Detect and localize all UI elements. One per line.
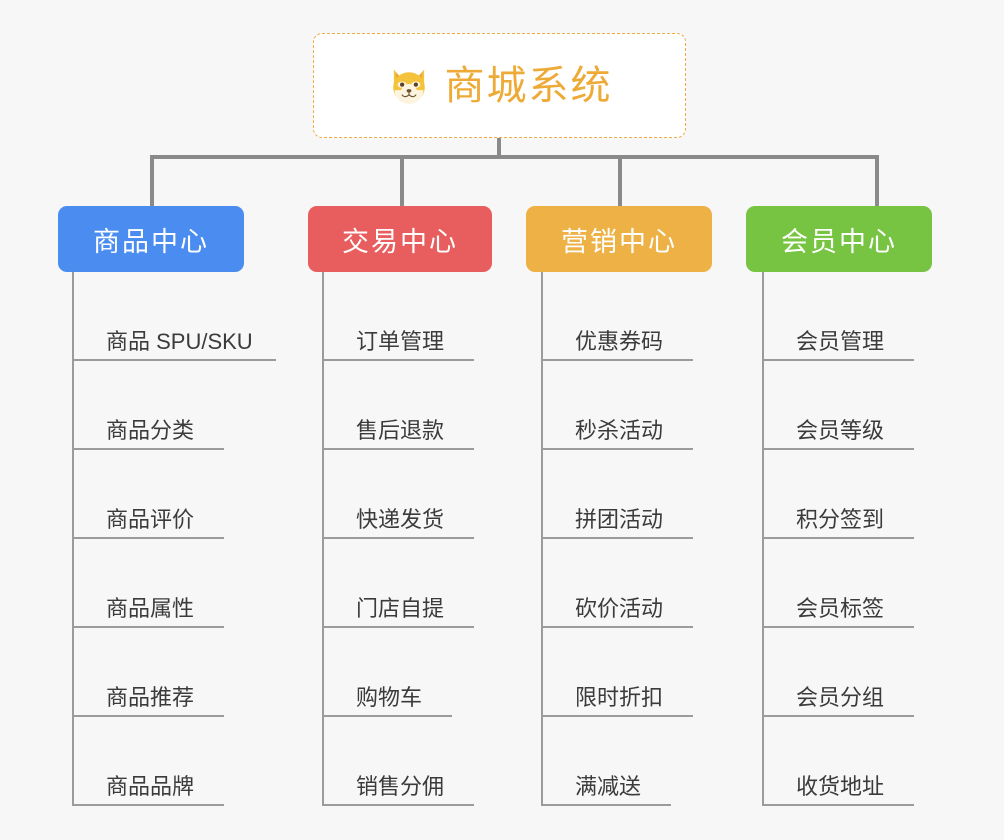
- category-header-marketing[interactable]: 营销中心: [526, 206, 712, 272]
- leaf-item[interactable]: 会员分组: [762, 628, 914, 717]
- leaf-label: 商品评价: [106, 506, 195, 532]
- leaf-label: 订单管理: [356, 328, 445, 354]
- leaf-item[interactable]: 销售分佣: [322, 717, 474, 806]
- category-header-label: 商品中心: [93, 226, 209, 257]
- leaf-item[interactable]: 快递发货: [322, 450, 474, 539]
- branch-trunk-line: [541, 272, 543, 806]
- leaf-label: 限时折扣: [575, 684, 664, 710]
- leaf-item[interactable]: 商品 SPU/SKU: [72, 272, 276, 361]
- category-header-member[interactable]: 会员中心: [746, 206, 932, 272]
- category-header-product[interactable]: 商品中心: [58, 206, 244, 272]
- leaf-label: 商品推荐: [106, 684, 195, 710]
- connector-drop-1: [150, 155, 154, 206]
- leaf-label: 销售分佣: [356, 773, 445, 799]
- connector-drop-3: [618, 155, 622, 206]
- leaf-item[interactable]: 限时折扣: [541, 628, 693, 717]
- leaf-item[interactable]: 订单管理: [322, 272, 474, 361]
- leaf-label: 商品分类: [106, 417, 195, 443]
- connector-root-stem: [497, 138, 501, 159]
- branch-trunk-line: [762, 272, 764, 806]
- leaf-item[interactable]: 拼团活动: [541, 450, 693, 539]
- leaf-label: 满减送: [575, 773, 642, 799]
- connector-drop-4: [875, 155, 879, 206]
- connector-drop-2: [400, 155, 404, 206]
- leaf-label: 会员标签: [796, 595, 885, 621]
- leaf-label: 秒杀活动: [575, 417, 664, 443]
- leaf-label: 门店自提: [356, 595, 445, 621]
- connector-horizontal-bus: [150, 155, 879, 159]
- leaf-label: 优惠券码: [575, 328, 664, 354]
- leaf-label: 快递发货: [356, 506, 445, 532]
- shiba-dog-face-icon: [392, 69, 425, 104]
- category-header-label: 会员中心: [781, 226, 897, 257]
- root-title: 商城系统: [444, 63, 613, 108]
- branch-trunk-line: [72, 272, 74, 806]
- leaf-label: 收货地址: [796, 773, 885, 799]
- leaf-label: 商品 SPU/SKU: [106, 328, 253, 354]
- leaf-label: 会员等级: [796, 417, 885, 443]
- category-header-label: 交易中心: [342, 226, 458, 257]
- leaf-label: 拼团活动: [575, 506, 664, 532]
- leaf-item[interactable]: 会员管理: [762, 272, 914, 361]
- leaf-label: 商品品牌: [106, 773, 195, 799]
- leaf-item[interactable]: 会员等级: [762, 361, 914, 450]
- leaf-label: 积分签到: [796, 506, 885, 532]
- leaf-item[interactable]: 砍价活动: [541, 539, 693, 628]
- category-header-label: 营销中心: [561, 226, 677, 257]
- leaf-label: 会员管理: [796, 328, 885, 354]
- leaf-item[interactable]: 满减送: [541, 717, 671, 806]
- leaf-item[interactable]: 积分签到: [762, 450, 914, 539]
- root-node-mall-system[interactable]: 商城系统: [313, 33, 686, 138]
- leaf-label: 购物车: [356, 684, 423, 710]
- leaf-label: 售后退款: [356, 417, 445, 443]
- leaf-label: 砍价活动: [575, 595, 664, 621]
- leaf-item[interactable]: 门店自提: [322, 539, 474, 628]
- category-header-trade[interactable]: 交易中心: [308, 206, 492, 272]
- leaf-label: 会员分组: [796, 684, 885, 710]
- leaf-item[interactable]: 会员标签: [762, 539, 914, 628]
- leaf-item[interactable]: 秒杀活动: [541, 361, 693, 450]
- leaf-item[interactable]: 商品品牌: [72, 717, 224, 806]
- leaf-item[interactable]: 商品评价: [72, 450, 224, 539]
- leaf-label: 商品属性: [106, 595, 195, 621]
- branch-trunk-line: [322, 272, 324, 806]
- leaf-item[interactable]: 购物车: [322, 628, 452, 717]
- leaf-item[interactable]: 售后退款: [322, 361, 474, 450]
- leaf-item[interactable]: 商品属性: [72, 539, 224, 628]
- leaf-item[interactable]: 商品推荐: [72, 628, 224, 717]
- leaf-item[interactable]: 商品分类: [72, 361, 224, 450]
- leaf-item[interactable]: 优惠券码: [541, 272, 693, 361]
- leaf-item[interactable]: 收货地址: [762, 717, 914, 806]
